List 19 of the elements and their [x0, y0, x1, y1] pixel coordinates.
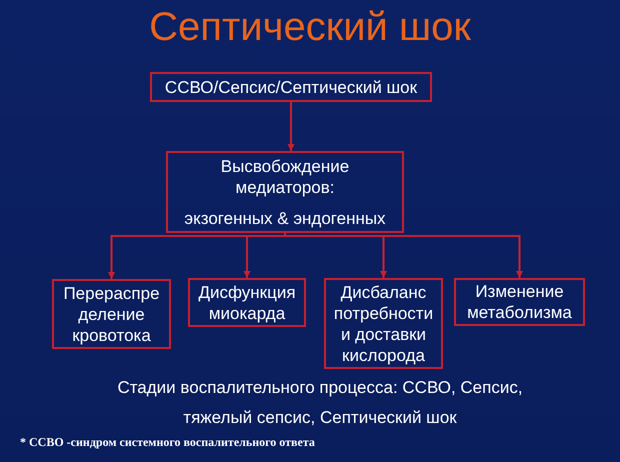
arrow: [244, 233, 286, 278]
process-box: [454, 278, 585, 326]
box-text: экзогенных & эндогенных: [184, 208, 386, 228]
process-box: [52, 279, 171, 349]
box-text: Дисбаланс потребности и доставки кислорода: [332, 282, 434, 366]
arrow: [284, 233, 523, 278]
process-box: [324, 278, 443, 369]
box-text: Перераспре деление кровотока: [62, 282, 161, 346]
arrow: [288, 102, 294, 151]
process-box: [150, 72, 432, 102]
process-box: [166, 151, 404, 233]
note-text: Стадии воспалительного процесса: ССВО, Сепсис, тяжелый сепсис, Септический шок: [116, 377, 524, 429]
box-text: Изменение метаболизма: [466, 281, 573, 323]
box-text: Дисфункция миокарда: [197, 282, 297, 324]
process-box: [188, 278, 306, 327]
box-text: ССВО/Сепсис/Септический шок: [164, 76, 418, 98]
title: Септический шок: [149, 5, 471, 49]
footnote: * ССВО -синдром системного воспалительного ответа: [20, 434, 315, 450]
box-text: Высвобождение медиаторов:: [220, 156, 350, 198]
